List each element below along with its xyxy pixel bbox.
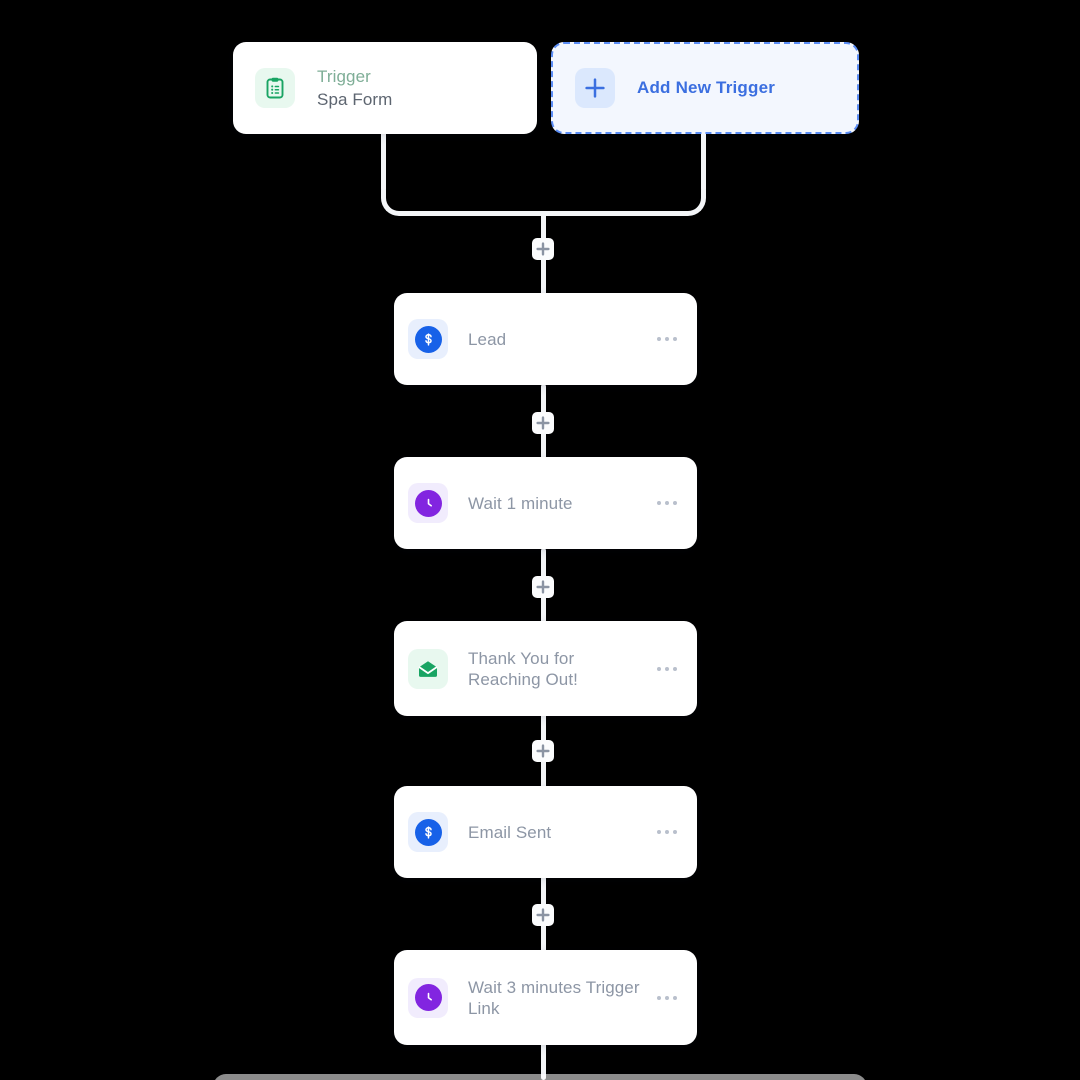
clock-icon <box>427 992 432 1001</box>
connector-merge-right <box>541 211 687 216</box>
dot <box>673 830 677 834</box>
step-label: Wait 1 minute <box>468 493 573 513</box>
add-step-button-3[interactable] <box>532 576 554 598</box>
dot <box>665 830 669 834</box>
trigger-icon-tile <box>255 68 295 108</box>
step-card-wait-1-minute[interactable]: Wait 1 minute <box>394 457 697 549</box>
add-step-button-2[interactable] <box>532 412 554 434</box>
dot <box>665 995 669 1000</box>
dot <box>673 337 677 341</box>
trigger-card[interactable]: Trigger Spa Form <box>233 42 537 134</box>
step-icon-tile <box>408 648 448 689</box>
clock-circle-icon <box>414 984 442 1011</box>
step-card-wait-3-minutes-trigger-link[interactable]: Wait 3 minutes Trigger Link <box>394 950 697 1045</box>
step-more-options-button[interactable] <box>653 830 677 834</box>
dollar-sign-icon <box>424 825 432 839</box>
add-new-trigger-icon-tile <box>575 68 615 108</box>
dollar-sign-icon <box>424 332 432 346</box>
dot <box>665 337 669 341</box>
connector-trigger-right-elbow <box>684 190 706 216</box>
add-step-button-4[interactable] <box>532 740 554 762</box>
step-label: Email Sent <box>468 822 552 842</box>
step-more-options-button[interactable] <box>653 337 677 341</box>
plus-icon <box>536 242 550 256</box>
step-label: Wait 3 minutes Trigger Link <box>468 977 640 1018</box>
dot <box>657 501 661 505</box>
plus-icon <box>536 908 550 922</box>
dot <box>657 995 661 1000</box>
connector-trigger-right-stub <box>701 130 706 192</box>
add-new-trigger-label: Add New Trigger <box>637 78 776 97</box>
dot <box>657 830 661 834</box>
step-label: Thank You for Reaching Out! <box>468 648 578 689</box>
dot <box>673 666 677 671</box>
dot <box>657 337 661 341</box>
step-icon-tile <box>408 812 448 852</box>
step-more-options-button[interactable] <box>653 995 677 1000</box>
plus-icon <box>536 580 550 594</box>
dollar-circle-icon <box>414 325 442 353</box>
step-more-options-button[interactable] <box>653 666 677 671</box>
dot <box>673 501 677 505</box>
dot <box>665 501 669 505</box>
step-card-email-sent[interactable]: Email Sent <box>394 786 697 878</box>
trigger-name-label: Spa Form <box>317 90 393 109</box>
envelope-icon <box>418 660 438 677</box>
dot <box>673 995 677 1000</box>
clock-circle-icon <box>414 489 442 517</box>
clock-icon <box>427 498 432 507</box>
step-card-thank-you-email[interactable]: Thank You for Reaching Out! <box>394 621 697 716</box>
plus-icon <box>536 744 550 758</box>
step-icon-tile <box>408 319 448 359</box>
clipboard-list-icon <box>266 77 284 99</box>
next-step-card-partial[interactable] <box>213 1074 867 1080</box>
connector-wait3-to-next <box>541 1040 546 1080</box>
dollar-circle-icon <box>414 818 442 846</box>
trigger-kind-label: Trigger <box>317 67 371 86</box>
trigger-text-block: Trigger Spa Form <box>317 65 392 111</box>
step-label: Lead <box>468 329 507 349</box>
step-icon-tile <box>408 977 448 1018</box>
connector-trigger-left-stub <box>381 130 386 192</box>
connector-trigger-left-elbow <box>381 190 403 216</box>
step-card-lead[interactable]: Lead <box>394 293 697 385</box>
add-step-button-1[interactable] <box>532 238 554 260</box>
dot <box>657 666 661 671</box>
step-icon-tile <box>408 483 448 523</box>
connector-merge-left <box>399 211 545 216</box>
plus-icon <box>536 416 550 430</box>
step-more-options-button[interactable] <box>653 501 677 505</box>
add-new-trigger-card[interactable]: Add New Trigger <box>551 42 859 134</box>
dot <box>665 666 669 671</box>
plus-icon <box>585 78 605 98</box>
add-step-button-5[interactable] <box>532 904 554 926</box>
